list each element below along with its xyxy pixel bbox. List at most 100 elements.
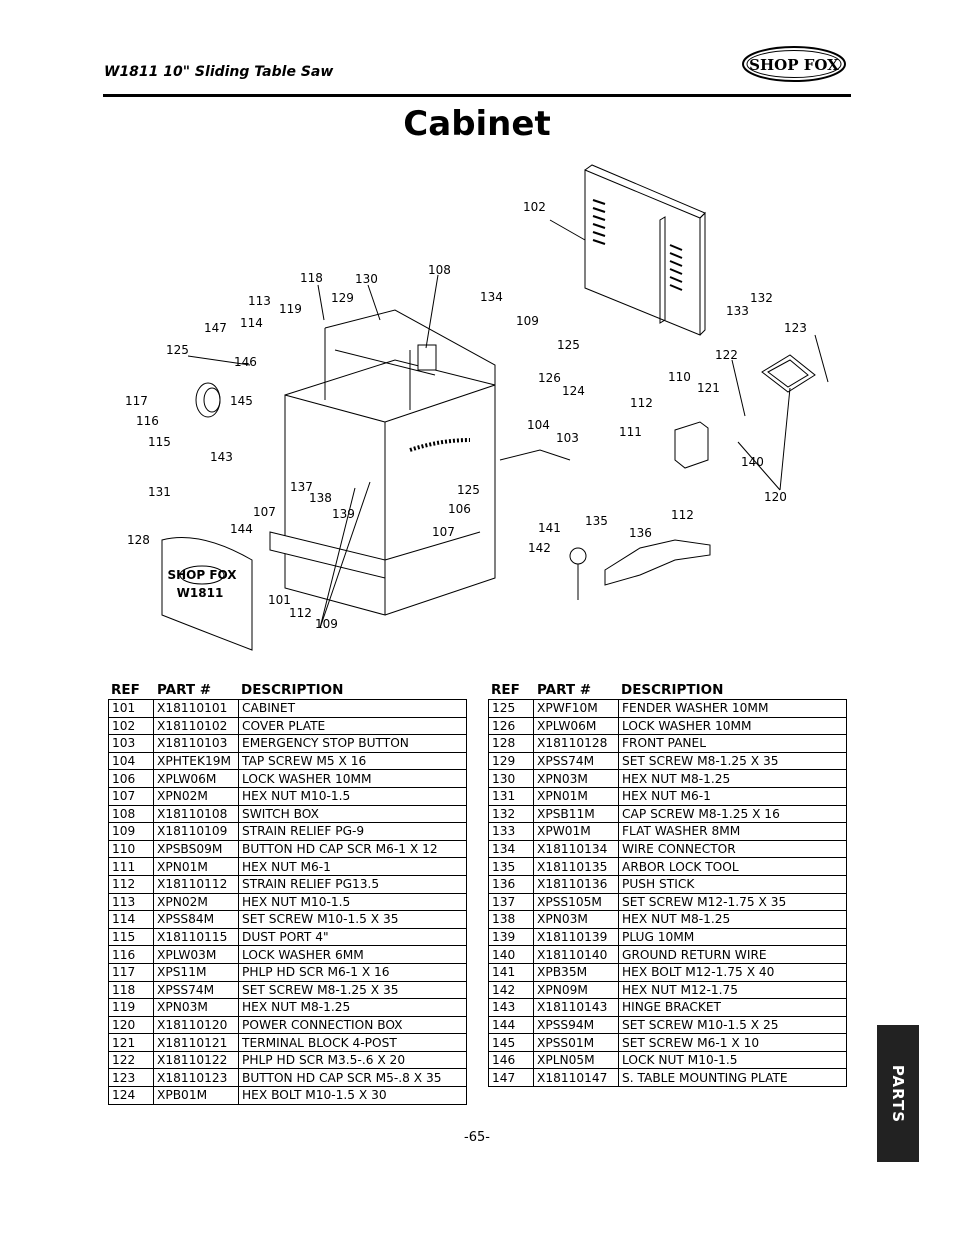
label-119: 119	[279, 302, 302, 316]
ref-cell: 117	[108, 962, 154, 982]
part-number-cell: X18110140	[533, 945, 619, 964]
cover-plate-drawing	[584, 164, 706, 336]
label-141: 141	[538, 521, 561, 535]
part-number-cell: XPHTEK19M	[153, 751, 239, 771]
part-number-cell: X18110134	[533, 839, 619, 859]
parts-table-right-header: REF PART # DESCRIPTION	[488, 681, 848, 699]
label-108: 108	[428, 263, 451, 277]
ref-cell: 131	[488, 786, 534, 806]
ref-cell: 147	[488, 1068, 534, 1088]
label-113: 113	[248, 294, 271, 308]
ref-cell: 144	[488, 1015, 534, 1035]
ref-cell: 115	[108, 927, 154, 947]
parts-table-left-header: REF PART # DESCRIPTION	[108, 681, 468, 699]
description-cell: HEX BOLT M10-1.5 X 30	[238, 1086, 467, 1105]
description-cell: S. TABLE MOUNTING PLATE	[618, 1068, 847, 1088]
description-cell: LOCK NUT M10-1.5	[618, 1050, 847, 1070]
label-146: 146	[234, 355, 257, 369]
ref-cell: 138	[488, 910, 534, 929]
ref-cell: 109	[108, 822, 154, 841]
part-number-cell: X18110120	[153, 1015, 239, 1035]
ref-cell: 140	[488, 945, 534, 964]
part-labels: 102 118 130 108 134 113 129 119 147 114 …	[125, 200, 807, 631]
leader-lines	[187, 219, 829, 629]
ref-cell: 136	[488, 874, 534, 894]
label-124: 124	[562, 384, 585, 398]
ref-cell: 111	[108, 857, 154, 876]
label-114: 114	[240, 316, 263, 330]
part-number-cell: XPSBS09M	[153, 839, 239, 859]
part-number-cell: XPN03M	[533, 910, 619, 929]
label-111: 111	[619, 425, 642, 439]
part-number-cell: XPWF10M	[533, 699, 619, 718]
description-cell: STRAIN RELIEF PG-9	[238, 822, 467, 841]
ref-cell: 119	[108, 998, 154, 1017]
label-112-b: 112	[671, 508, 694, 522]
shop-fox-logo: SHOP FOX	[742, 46, 846, 82]
parts-section-tab-label: PARTS	[889, 1064, 907, 1123]
description-cell: HEX NUT M10-1.5	[238, 786, 467, 806]
part-number-cell: X18110112	[153, 874, 239, 894]
ref-cell: 121	[108, 1033, 154, 1052]
description-cell: TAP SCREW M5 X 16	[238, 751, 467, 771]
description-cell: POWER CONNECTION BOX	[238, 1015, 467, 1035]
ref-cell: 137	[488, 892, 534, 912]
label-138: 138	[309, 491, 332, 505]
page-title: Cabinet	[403, 104, 551, 144]
part-number-cell: XPN09M	[533, 980, 619, 1000]
description-cell: CABINET	[238, 699, 467, 718]
ref-cell: 120	[108, 1015, 154, 1035]
ref-cell: 118	[108, 980, 154, 1000]
label-107-a: 107	[253, 505, 276, 519]
label-147: 147	[204, 321, 227, 335]
description-cell: BUTTON HD CAP SCR M6-1 X 12	[238, 839, 467, 859]
part-number-cell: XPN03M	[533, 769, 619, 788]
ref-cell: 110	[108, 839, 154, 859]
part-number-cell: X18110135	[533, 857, 619, 876]
label-115: 115	[148, 435, 171, 449]
ref-cell: 146	[488, 1050, 534, 1070]
part-number-cell: X18110139	[533, 927, 619, 947]
description-cell: SET SCREW M8-1.25 X 35	[238, 980, 467, 1000]
front-panel-logo-text: SHOP FOX	[167, 568, 237, 582]
description-cell: PUSH STICK	[618, 874, 847, 894]
header-rule	[103, 94, 851, 97]
header-description: DESCRIPTION	[621, 682, 724, 698]
label-125-c: 125	[457, 483, 480, 497]
description-cell: CAP SCREW M8-1.25 X 16	[618, 804, 847, 824]
ref-cell: 123	[108, 1068, 154, 1088]
label-130: 130	[355, 272, 378, 286]
header-part: PART #	[157, 682, 212, 698]
ref-cell: 103	[108, 734, 154, 753]
part-number-cell: XPSS84M	[153, 910, 239, 929]
ref-cell: 134	[488, 839, 534, 859]
ref-cell: 128	[488, 734, 534, 753]
ref-cell: 114	[108, 910, 154, 929]
ref-cell: 145	[488, 1033, 534, 1052]
part-number-cell: XPS11M	[153, 962, 239, 982]
power-box-drawing	[674, 354, 816, 469]
label-139: 139	[332, 507, 355, 521]
ref-cell: 116	[108, 945, 154, 964]
description-cell: HEX NUT M8-1.25	[618, 910, 847, 929]
part-number-cell: XPB35M	[533, 962, 619, 982]
header-part: PART #	[537, 682, 592, 698]
description-cell: HEX NUT M6-1	[618, 786, 847, 806]
